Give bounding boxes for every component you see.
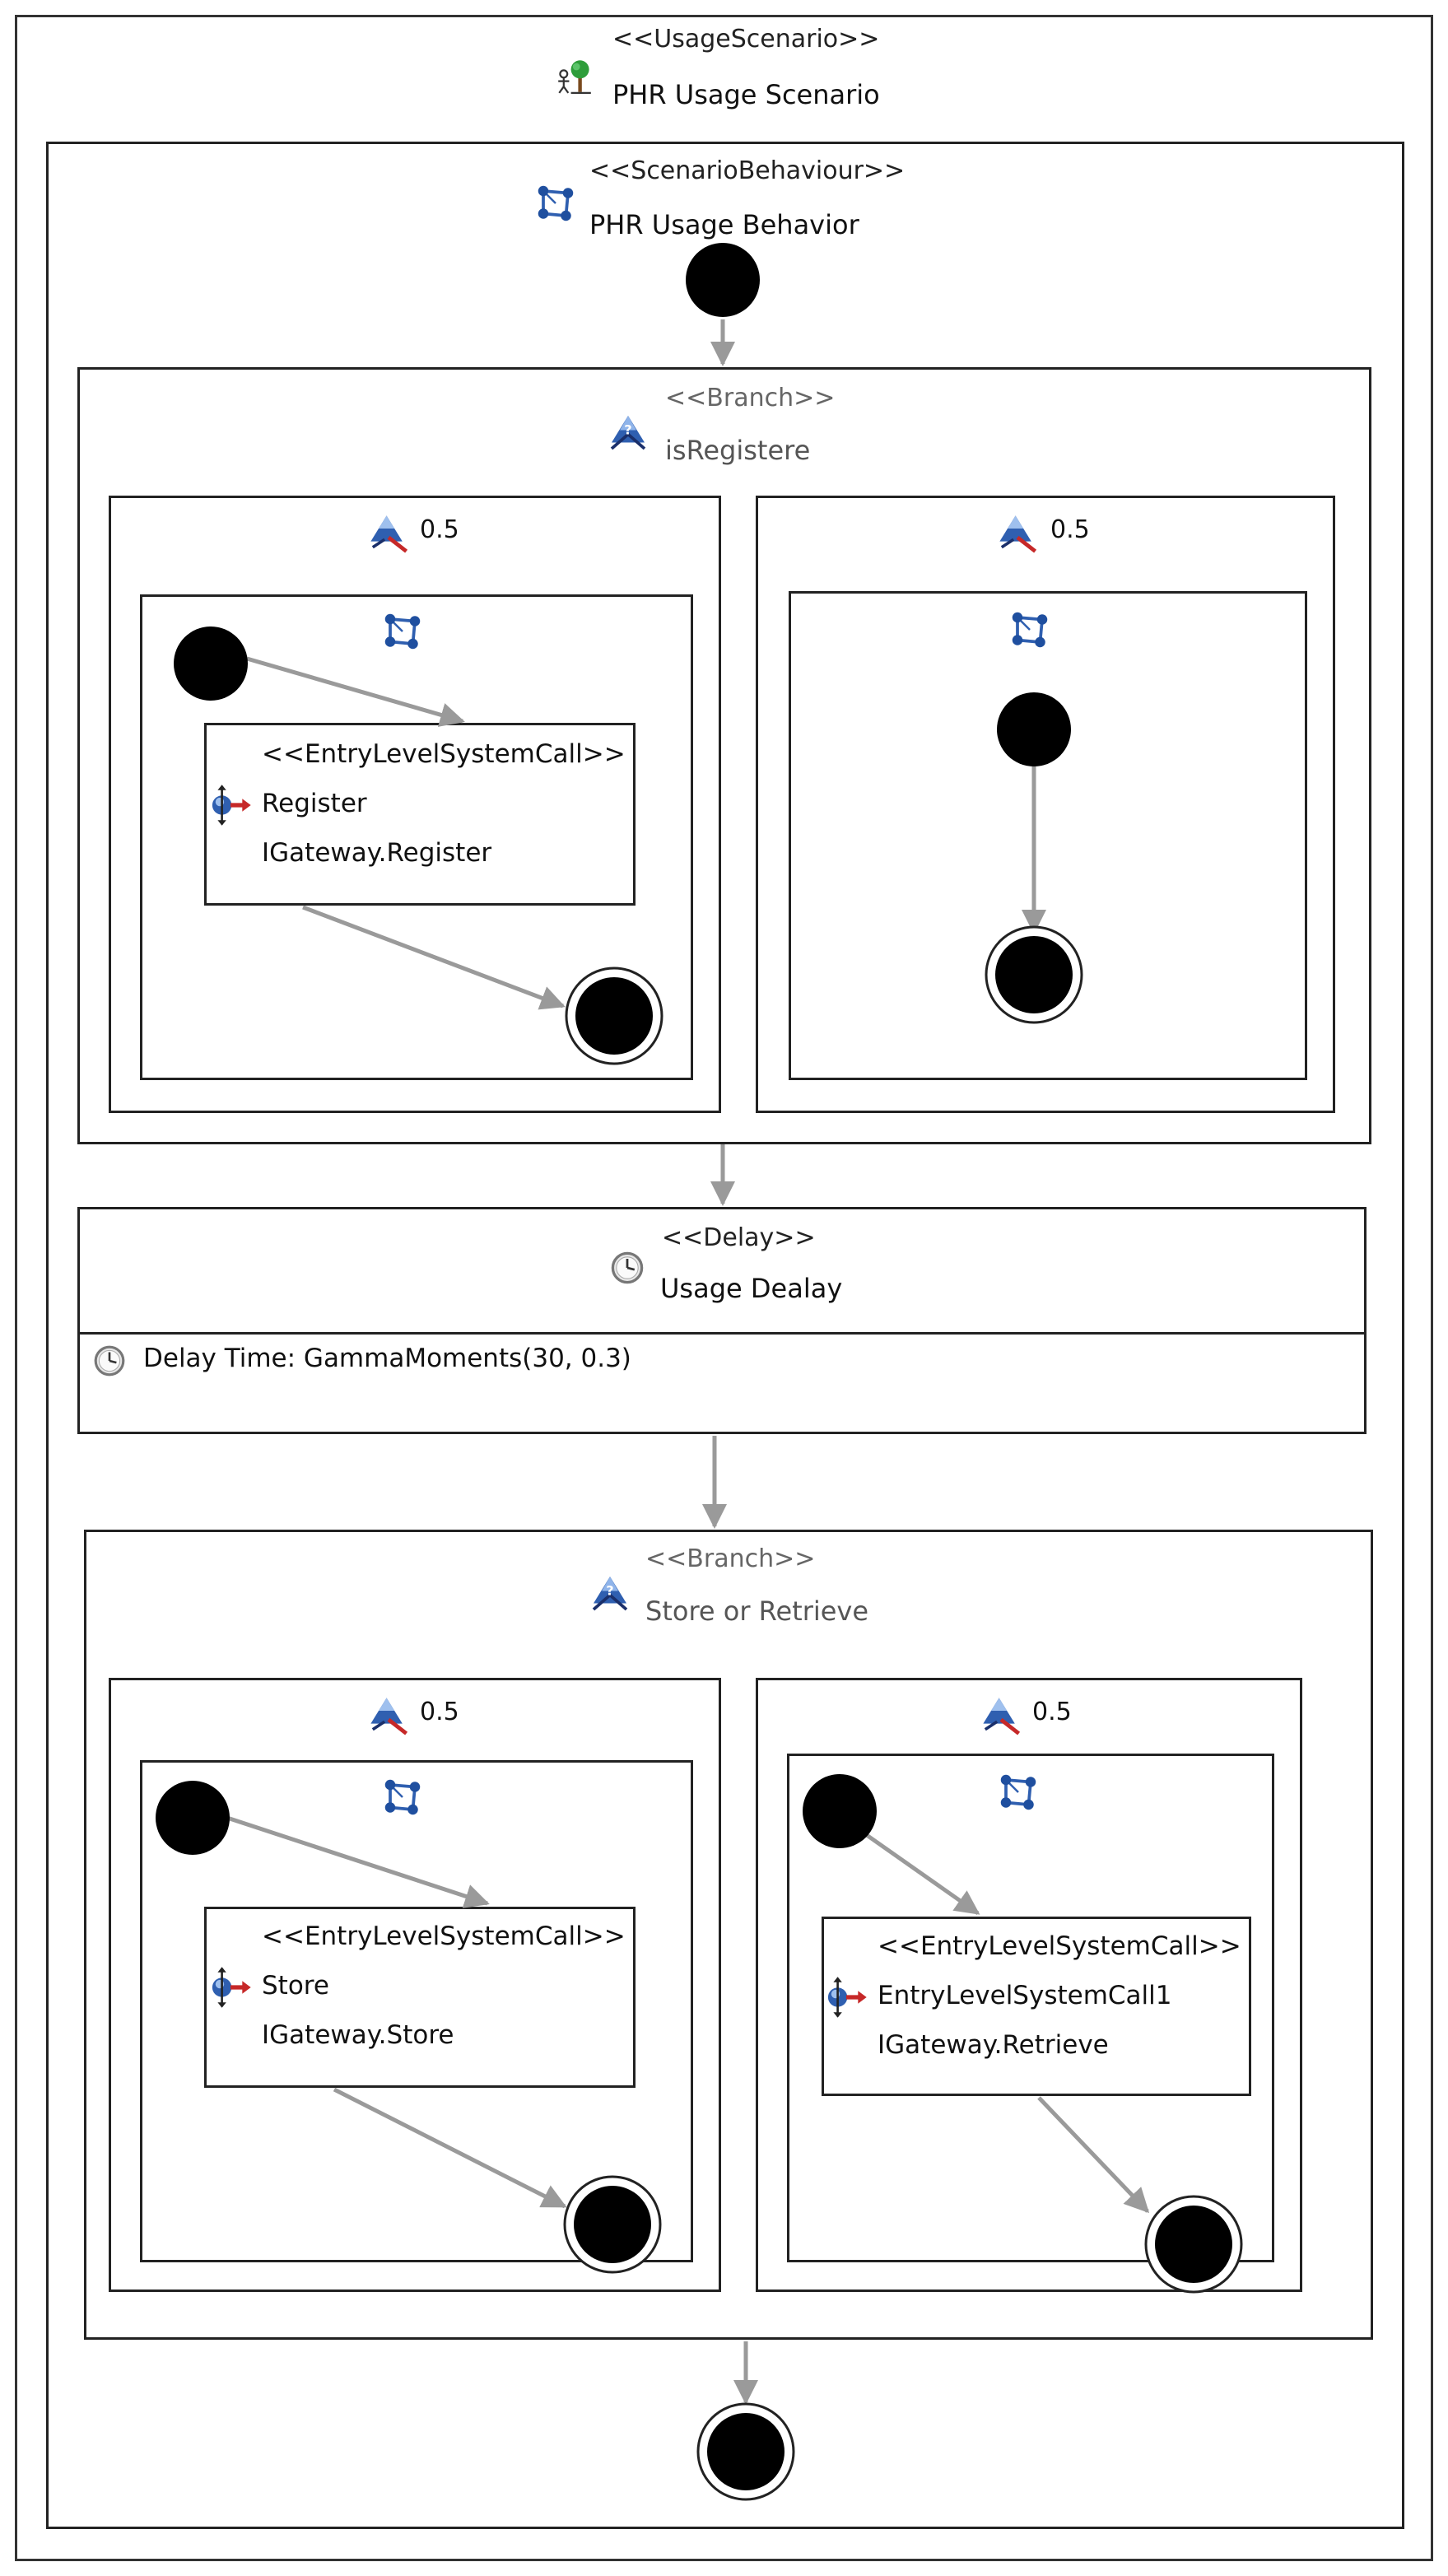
usage-scenario-icon (556, 51, 593, 100)
usage-scenario-name: PHR Usage Scenario (612, 79, 880, 110)
scenario-behaviour-stereotype: <<ScenarioBehaviour>> (589, 156, 906, 185)
transition-icon (369, 514, 408, 553)
branch-isregistere-stereotype: <<Branch>> (665, 384, 836, 412)
transition-icon (369, 1696, 408, 1735)
transition-probability: 0.5 (1032, 1698, 1072, 1726)
behaviour-icon (382, 1777, 423, 1818)
clock-icon (92, 1344, 127, 1378)
transition-probability: 0.5 (420, 515, 459, 544)
delay-time-text: Delay Time: GammaMoments(30, 0.3) (143, 1344, 631, 1373)
behaviour-icon (382, 611, 423, 652)
call-name: EntryLevelSystemCall1 (878, 1981, 1172, 2010)
behaviour-icon (998, 1772, 1039, 1813)
delay-stereotype: <<Delay>> (662, 1223, 816, 1252)
system-call-icon (209, 784, 252, 827)
entry-level-system-call-retrieve[interactable] (822, 1917, 1251, 2096)
branch-icon (589, 1572, 631, 1614)
system-call-icon (209, 1966, 252, 2009)
clock-icon (609, 1250, 645, 1286)
delay-usage-dealay[interactable] (77, 1207, 1367, 1434)
inner-behaviour-box[interactable] (789, 591, 1307, 1080)
branch-isregistere-name: isRegistere (665, 435, 811, 466)
call-name: Store (262, 1971, 329, 2001)
transition-icon (981, 1696, 1021, 1735)
delay-name: Usage Dealay (660, 1273, 843, 1304)
entry-level-system-call-store[interactable] (204, 1907, 636, 2088)
delay-time-attribute[interactable]: Delay Time: GammaMoments(30, 0.3) (140, 1342, 634, 1380)
delay-divider (77, 1332, 1367, 1335)
branch-store-retrieve-name: Store or Retrieve (645, 1595, 869, 1627)
usage-scenario-stereotype: <<UsageScenario>> (612, 25, 880, 54)
call-signature: IGateway.Register (262, 838, 492, 868)
call-stereotype: <<EntryLevelSystemCall>> (262, 1922, 626, 1951)
call-signature: IGateway.Store (262, 2020, 454, 2050)
transition-icon (998, 514, 1037, 553)
behaviour-icon (535, 183, 576, 224)
scenario-behaviour-name: PHR Usage Behavior (589, 209, 859, 240)
transition-probability: 0.5 (420, 1698, 459, 1726)
branch-store-retrieve-stereotype: <<Branch>> (645, 1544, 816, 1573)
behaviour-icon (1009, 609, 1050, 650)
call-name: Register (262, 789, 367, 818)
branch-icon (608, 412, 649, 453)
entry-level-system-call-register[interactable] (204, 723, 636, 906)
transition-probability: 0.5 (1050, 515, 1090, 544)
call-stereotype: <<EntryLevelSystemCall>> (262, 739, 626, 769)
call-stereotype: <<EntryLevelSystemCall>> (878, 1931, 1241, 1961)
system-call-icon (825, 1976, 868, 2019)
call-signature: IGateway.Retrieve (878, 2030, 1109, 2060)
